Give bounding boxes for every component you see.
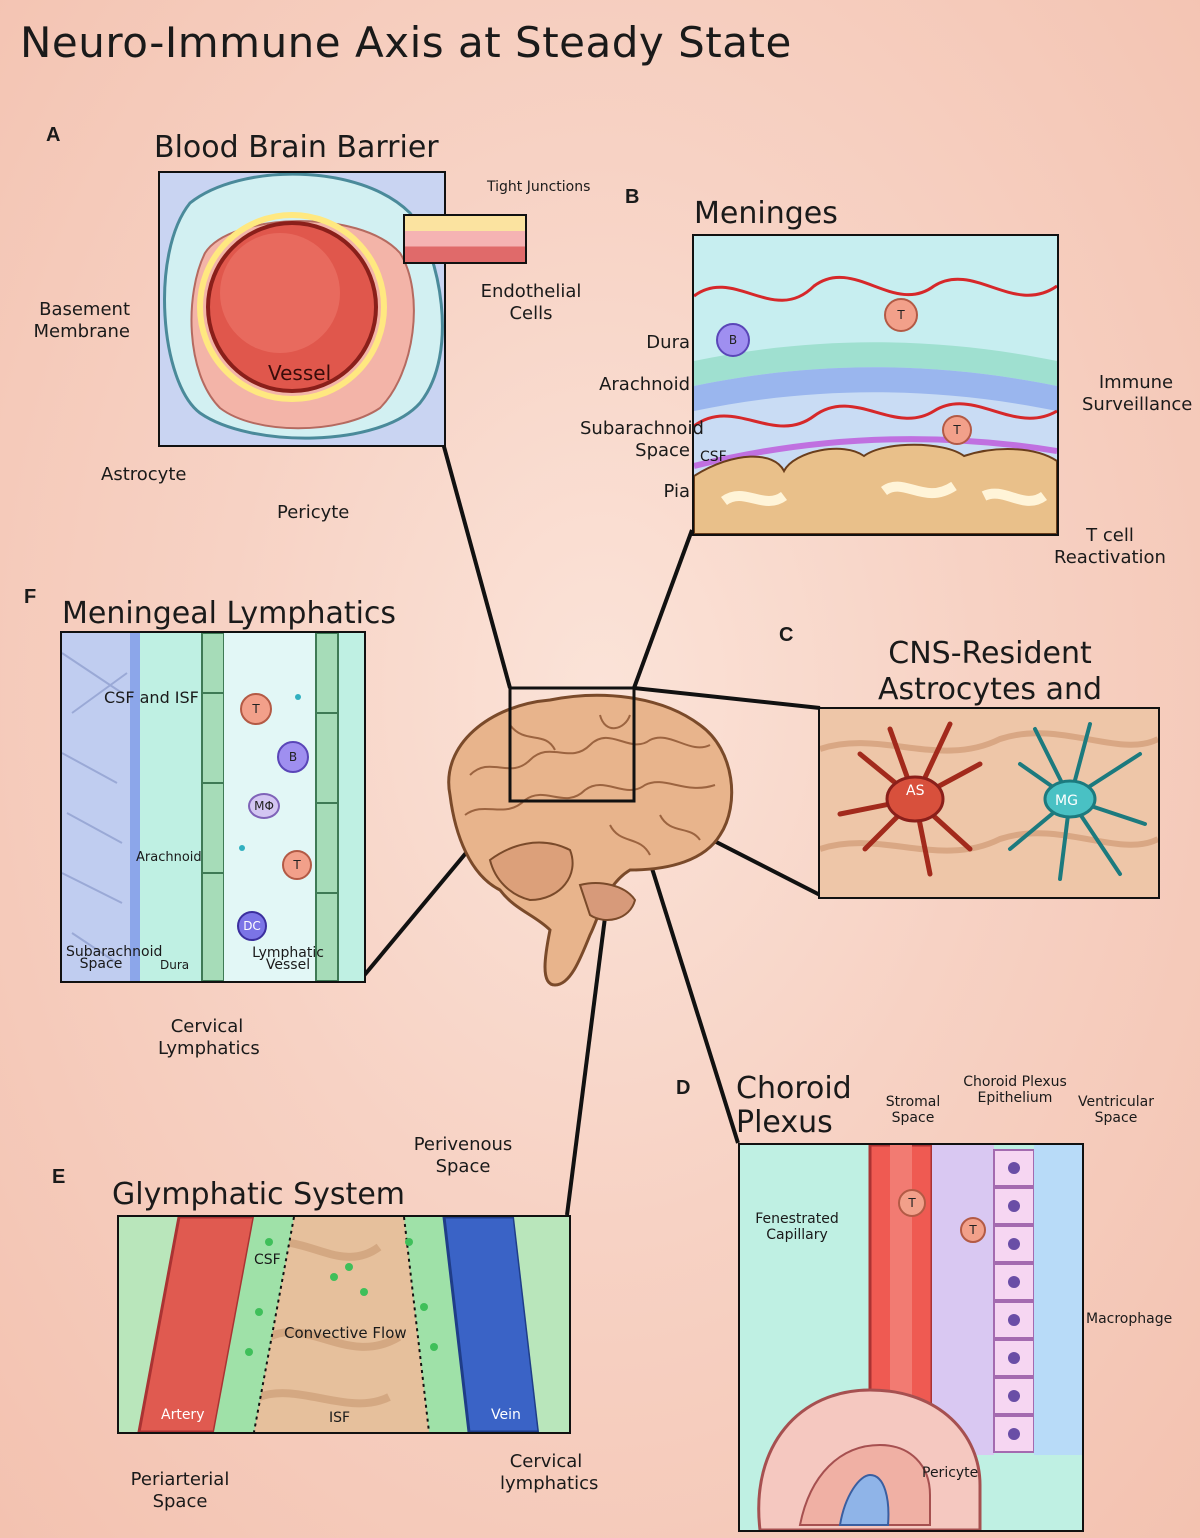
t-cell: T — [884, 298, 918, 332]
lymph-dendritic-cell: DC — [237, 911, 267, 941]
connector-b — [632, 529, 694, 689]
stromal-space-label: Stromal Space — [885, 1094, 941, 1126]
astrocyte-label: Astrocyte — [101, 464, 187, 485]
t-cell-reactivation-label: T cell Reactivation — [1054, 525, 1166, 568]
csf-label: CSF — [700, 449, 727, 465]
perivenous-space-label: Perivenous Space — [413, 1134, 513, 1177]
lymph-t-cell-1: T — [240, 693, 272, 725]
immune-surveillance-label: Immune Surveillance — [1082, 372, 1193, 415]
arachnoid-label: Arachnoid — [599, 374, 690, 395]
lymph-b-cell: B — [277, 741, 309, 773]
isf-label: ISF — [329, 1410, 351, 1426]
ventricular-space-label: Ventricular Space — [1078, 1094, 1154, 1126]
brain-illustration — [447, 686, 734, 987]
fenestrated-capillary-label: Fenestrated Capillary — [755, 1211, 839, 1243]
subarachnoid-space-label: Subarachnoid Space — [580, 418, 704, 461]
choroid-plexus-epithelium-label: Choroid Plexus Epithelium — [963, 1074, 1067, 1106]
page-title: Neuro-Immune Axis at Steady State — [20, 18, 792, 67]
glymph-csf-label: CSF — [254, 1252, 281, 1268]
panel-b-title: Meninges — [694, 196, 838, 231]
panel-e: CSF Convective Flow Artery ISF Vein — [117, 1215, 571, 1434]
astrocyte-as-label: AS — [906, 783, 925, 799]
csf-and-isf-label: CSF and ISF — [104, 688, 199, 707]
panel-b-letter: B — [625, 186, 640, 208]
periarterial-space-label: Periarterial Space — [130, 1469, 230, 1512]
endothelial-cells-label: Endothelial Cells — [480, 281, 582, 324]
lymph-subarachnoid-label: Subarachnoid Space — [66, 944, 163, 972]
panel-d-letter: D — [676, 1077, 691, 1099]
glymphatic-illustration — [119, 1217, 569, 1432]
b-cell: B — [716, 323, 750, 357]
panel-a: Vessel — [158, 171, 446, 447]
vessel-label: Vessel — [268, 361, 332, 385]
macrophage-label: Macrophage — [1086, 1311, 1173, 1327]
pericyte-label: Pericyte — [277, 502, 350, 523]
lymphatics-illustration — [62, 633, 339, 981]
panel-c: AS MG — [818, 707, 1160, 899]
t-cell-reactivated: T — [942, 415, 972, 445]
panel-c-letter: C — [779, 624, 794, 646]
panel-a-title: Blood Brain Barrier — [154, 130, 439, 165]
glia-illustration — [820, 721, 1158, 881]
panel-e-title: Glymphatic System — [112, 1177, 405, 1212]
panel-d: T T Fenestrated Capillary Pericyte — [738, 1143, 1084, 1532]
lymph-macrophage: MΦ — [248, 793, 280, 819]
cervical-lymphatics-label-f: Cervical Lymphatics — [158, 1016, 260, 1059]
choroid-plexus-illustration — [757, 1145, 1082, 1530]
panel-d-title: Choroid Plexus — [736, 1071, 852, 1140]
pia-label: Pia — [663, 481, 691, 502]
meninges-illustration — [694, 236, 1057, 534]
dura-label: Dura — [646, 332, 690, 353]
microglia-mg-label: MG — [1055, 793, 1078, 809]
tight-junction-inset — [403, 214, 527, 264]
cervical-lymphatics-label-e: Cervical lymphatics — [500, 1451, 599, 1494]
panel-f: T B T MΦ DC CSF and ISF Arachnoid Subara… — [60, 631, 366, 983]
cp-pericyte-label: Pericyte — [922, 1465, 979, 1481]
panel-f-title: Meningeal Lymphatics — [62, 596, 397, 631]
basement-membrane-label: Basement Membrane — [33, 299, 130, 342]
panel-f-letter: F — [24, 586, 37, 608]
panel-e-letter: E — [52, 1166, 66, 1188]
tight-junctions-label: Tight Junctions — [487, 179, 591, 195]
cp-t-cell-2: T — [960, 1217, 986, 1243]
lymph-arachnoid-label: Arachnoid — [136, 850, 202, 865]
artery-label: Artery — [161, 1407, 205, 1423]
lymphatic-vessel-label: Lymphatic Vessel — [252, 945, 324, 973]
lymph-t-cell-2: T — [282, 850, 312, 880]
vein-label: Vein — [491, 1407, 521, 1423]
panel-a-letter: A — [46, 124, 61, 146]
bbb-illustration — [163, 173, 444, 440]
cp-t-cell-1: T — [898, 1189, 926, 1217]
connector-a — [441, 442, 512, 689]
lymph-dura-label: Dura — [160, 958, 190, 972]
convective-flow-label: Convective Flow — [284, 1324, 407, 1342]
panel-b: B T T CSF — [692, 234, 1059, 536]
